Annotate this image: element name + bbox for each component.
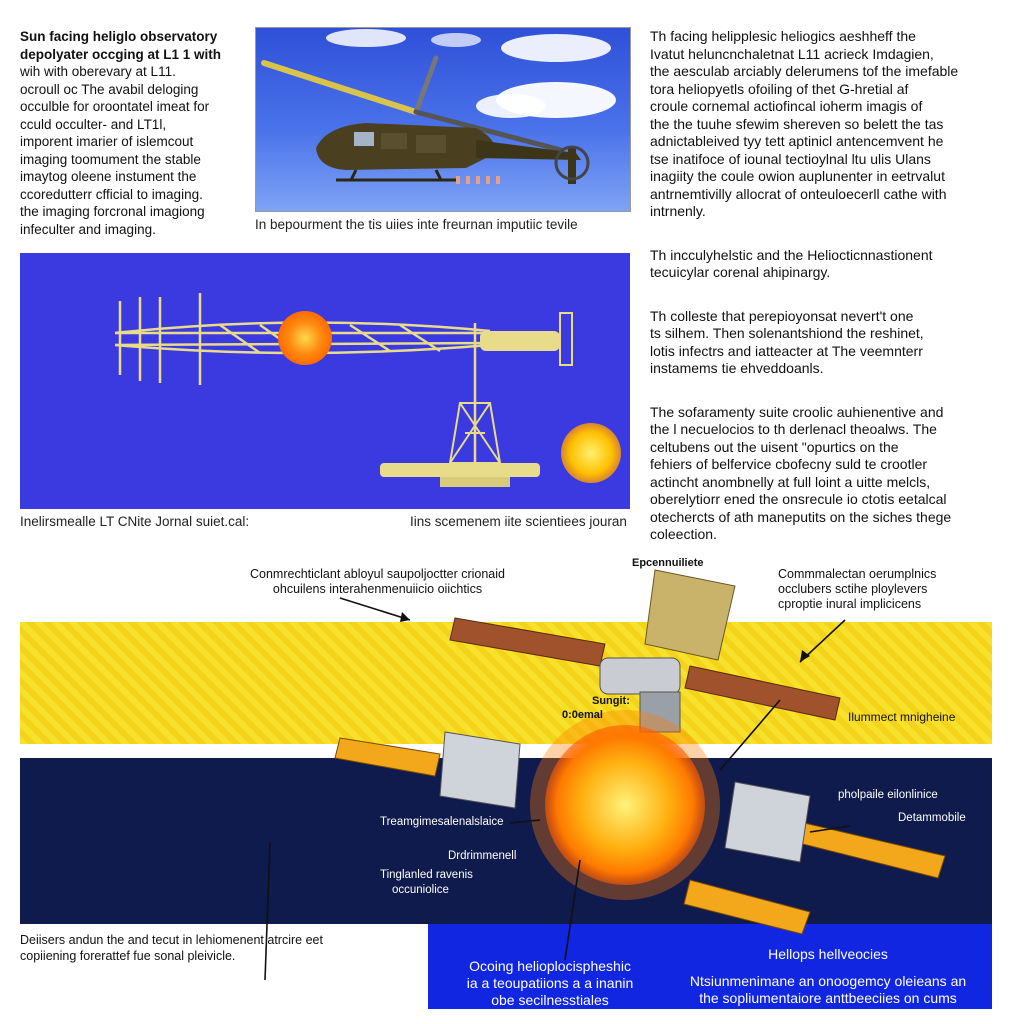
yellow-band-label: Ilummect mnigheine [848,710,956,724]
text-line: croule cornemal actiofincal ioherm imagi… [650,98,923,114]
label-line: Tinglanled ravenis [380,869,473,881]
text-line: ts silhem. Then solenantshiond the reshi… [650,325,924,341]
navy-left-label-2: Drdrimmenell [448,850,517,862]
text-line: Ivatut heluncnchaletnat L11 acrieck Imda… [650,45,934,62]
text-line: the the tuuhe sfewim shereven so belett … [650,115,944,132]
helicopter-image [255,27,631,212]
observatory-structure-illustration [114,293,621,487]
text-line: instamems tie ehveddoanls. [650,360,824,376]
paragraph: Th colleste that perepioyonsat nevert't … [650,308,976,378]
intro-line: infeculter and imaging. [20,221,156,237]
text-line: tecuicylar corenal ahipinargy. [650,264,831,280]
bottom-left-caption: Deiisers andun the and tecut in lehiomen… [20,932,323,964]
text-line: actincht anombnelly at full loint a uitt… [650,473,931,490]
intro-line: imaging toomument the stable [20,151,201,167]
sunlight-label: Sungit: 0:0emal [562,694,630,722]
spacecraft-illustration [264,569,946,981]
callout-line: ohcuilens interahenmenuiicio oiichtics [272,582,483,596]
text-line: oberelytiorr ened the onsrecule io ctoti… [650,491,947,507]
intro-title: Sun facing heliglo observatory [20,29,218,44]
callout-line: cproptie inural implicicens [778,597,922,611]
intro-text-block: Sun facing heliglo observatory depolyate… [20,28,242,238]
navy-right-label-1: pholpaile eilonlinice [838,789,938,801]
callout-top-right: Commmalectan oerumplnics occlubers sctih… [778,567,936,612]
text-line: intrnenly. [650,203,706,219]
text-line: the aesculab arciably delerumens tof the… [650,63,959,79]
observatory-diagram [20,253,630,509]
intro-line: ccoredutterr cfficial to imaging. [20,186,203,202]
paragraph: Th facing helipplesic heliogics aeshheff… [650,28,976,221]
text-line: tse inatifoce of iounal tectioylnal ltu … [650,150,931,167]
paragraph: Th incculyhelstic and the Heliocticnnast… [650,247,976,282]
observatory-caption-left: Inelirsmealle LT CNite Jornal suiet.cal: [20,514,250,529]
helicopter-caption: In bepourment the tis uiies inte freurna… [255,217,578,232]
info-line: Ocoing helioplocispheshic [469,958,631,974]
text-line: fehiers of belfervice cbofecny suld te c… [650,456,928,472]
intro-line: cculd occulter- and LT1l, [20,116,167,132]
paragraph: The sofaramenty suite croolic auhienenti… [650,404,976,544]
text-line: coleection. [650,526,717,542]
intro-line: imaytog oleene instument the [20,169,197,184]
info-box-left-text: Ocoing helioplocispheshic ia a teoupatii… [440,958,660,1009]
navy-left-label-1: Treamgimesalenalslaice [380,816,504,828]
label-line: Sungit: [592,695,630,707]
text-line: lotis infectrs and iatteacter at The vee… [650,342,923,359]
text-line: tora heliopyetls ofoiling of thet G-hret… [650,80,909,97]
text-line: Th colleste that perepioyonsat nevert't … [650,307,914,324]
text-line: the l necuelocios to th derlenacl theoal… [650,421,937,437]
callout-line: occlubers sctihe ploylevers [778,582,928,596]
helicopter-illustration [261,29,616,184]
text-line: celtubens out the uisent "opurtics on th… [650,438,899,455]
callout-top-left: Conmrechticlant abloyul saupoljoctter cr… [250,567,505,597]
info-line: Hellops hellveocies [768,946,888,962]
label-line: occuniolice [392,884,449,896]
callout-line: Conmrechticlant abloyul saupoljoctter cr… [250,567,505,581]
right-text-column: Th facing helipplesic heliogics aeshheff… [650,28,976,544]
info-line: the sopliumentaiore anttbeeciies on cums [699,990,957,1006]
text-line: inagiity the coule owion auplunenter in … [650,168,945,184]
observatory-caption-right: Iins scemenem iite scientiees jouran [410,514,627,529]
info-line: Ntsiunmenimane an onoogemcy oleieans an [689,973,967,989]
intro-line: imporent imarier of islemcout [20,134,194,149]
navy-left-label-3: Tinglanled ravenis occuniolice [380,868,473,898]
info-box [428,924,992,1009]
text-line: The sofaramenty suite croolic auhienenti… [650,403,944,420]
text-line: Th incculyhelstic and the Heliocticnnast… [650,246,933,263]
navy-right-label-2: Detammobile [898,812,966,824]
caption-line: copiiening forerattef fue sonal pleivicl… [20,949,236,963]
text-line: antrnemtivilly allocrat of onteuloecerll… [650,185,947,202]
info-line: obe secilnesstiales [491,992,609,1008]
intro-line: the imaging forcronal imagiong [20,204,205,219]
intro-line: wih with oberevary at L11. [20,64,176,79]
label-line: 0:0emal [562,709,603,721]
text-line: adnictableived tyy tett aptinicl antence… [650,133,944,149]
intro-line: ocroull oc The avabil deloging [20,81,199,97]
callout-line: Commmalectan oerumplnics [778,567,937,581]
info-line: ia a teoupatiions a a inanin [466,975,634,991]
text-line: Th facing helipplesic heliogics aeshheff… [650,28,916,44]
intro-line: depolyater occging at L1 1 with [20,46,222,62]
callout-top-center: Epcennuiliete [632,557,704,569]
info-box-right-text: Hellops hellveocies Ntsiunmenimane an on… [668,946,988,1007]
caption-line: Deiisers andun the and tecut in lehiomen… [20,933,323,947]
intro-line: occulble for oroontatel imeat for [20,99,210,114]
text-line: otechercts of ath maneputits on the sich… [650,508,952,525]
